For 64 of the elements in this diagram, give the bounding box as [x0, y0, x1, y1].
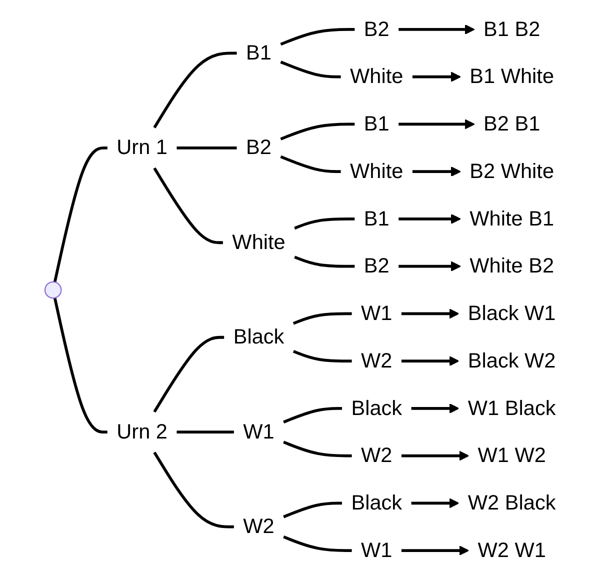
node-text: Black W2 [468, 348, 556, 372]
node-text: W1 [361, 538, 392, 562]
arrow [398, 24, 475, 35]
node-text: W2 [361, 348, 392, 372]
node-text: W2 Black [468, 491, 556, 514]
arrow [401, 450, 469, 461]
arrow [412, 72, 461, 82]
node-text: W1 [361, 302, 392, 325]
node-text: Urn 1 [116, 136, 168, 159]
connector [294, 218, 355, 230]
connector [176, 146, 237, 150]
connector [176, 430, 234, 434]
node-text: White [350, 64, 404, 88]
node-text: B1 B2 [484, 17, 540, 40]
node-text: White [232, 230, 286, 254]
node-text: W2 W1 [478, 538, 546, 562]
node-text: B2 B1 [484, 112, 540, 136]
node-text: B1 [246, 41, 272, 64]
connector [153, 452, 234, 528]
arrow [398, 214, 461, 224]
node-text: Black W1 [468, 302, 556, 325]
arrow [398, 261, 461, 272]
node-text: Black [351, 396, 402, 420]
node-text: B2 White [470, 159, 554, 183]
connector [280, 28, 355, 46]
node-text: B1 [364, 112, 390, 136]
arrow [411, 403, 460, 414]
node-text: B2 [364, 254, 390, 278]
arrow [411, 498, 460, 508]
connector [153, 52, 237, 128]
connector [294, 256, 355, 268]
node-text: B1 [364, 206, 390, 230]
connector [280, 155, 341, 174]
node-text: B1 White [470, 64, 554, 88]
arrow [401, 545, 469, 556]
arrow [401, 308, 460, 319]
connector [283, 536, 352, 552]
node-text: White [350, 159, 404, 183]
connector [53, 298, 108, 434]
connector [280, 122, 355, 140]
node-text: W1 [243, 420, 274, 444]
arrow [401, 356, 460, 366]
connector [283, 502, 342, 518]
node-text: White B2 [470, 254, 554, 278]
node-text: Black [351, 491, 402, 514]
node-text: Black [233, 325, 284, 348]
node-text: White B1 [470, 206, 554, 230]
connector [292, 350, 352, 362]
node-text: W2 [243, 514, 274, 538]
node-text: B2 [246, 136, 272, 159]
node-text: W1 Black [468, 396, 556, 420]
node-text: W2 [361, 444, 392, 467]
node-text: B2 [364, 17, 390, 40]
arrow [412, 166, 461, 177]
connector [53, 146, 108, 282]
arrow [398, 119, 475, 130]
connector [153, 167, 223, 244]
connector [153, 336, 224, 413]
node-text: W1 W2 [478, 444, 546, 467]
connector [283, 440, 352, 458]
connector [283, 406, 342, 424]
connector [292, 312, 352, 325]
connector [280, 60, 341, 78]
node-text: Urn 2 [116, 420, 168, 444]
